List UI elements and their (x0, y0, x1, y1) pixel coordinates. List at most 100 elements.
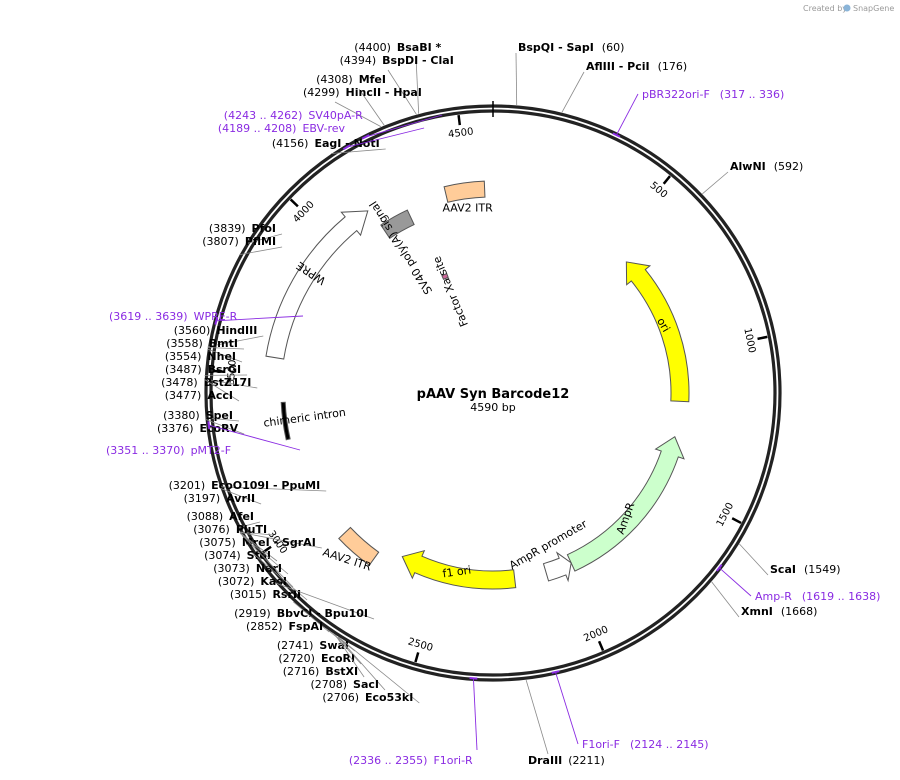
site-enzyme: PfoI (252, 222, 277, 235)
svg-text:(2706)Eco53kI: (2706)Eco53kI (322, 691, 413, 704)
svg-text:BspQI - SapI(60): BspQI - SapI(60) (518, 41, 624, 54)
site-bspdi-clai[interactable]: (4394) BspDI - ClaI (340, 54, 454, 115)
site-bstz17i[interactable]: (3478)BstZ17I (161, 376, 258, 389)
feature-chimeric-intron[interactable] (280, 401, 291, 441)
site-bspqi-sapi[interactable]: BspQI - SapI(60) (515, 41, 624, 105)
site-bmti[interactable]: (3558)BmtI (166, 337, 245, 350)
site-mrei-sgrai[interactable]: (3075)MreI - SgrAI (199, 531, 322, 549)
site-alwni[interactable]: AlwNI(592) (702, 160, 803, 195)
site-position: (2211) (568, 754, 605, 767)
site-enzyme: FspAI (289, 620, 324, 633)
site-nari[interactable]: (3073)NarI (213, 532, 289, 575)
credit-brand: SnapGene (853, 4, 894, 13)
site-bsrgi[interactable]: (3487)BsrGI (165, 363, 248, 376)
site-position: (2852) (246, 620, 283, 633)
site-enzyme: BspDI - ClaI (382, 54, 454, 67)
site-rsrii[interactable]: (3015)RsrII (230, 552, 308, 601)
site-bstxi[interactable]: (2716)BstXI (283, 635, 365, 678)
site-eco53ki[interactable]: (2706)Eco53kI (322, 637, 420, 704)
site-mfei[interactable]: (4308)MfeI (316, 73, 386, 126)
site-acci[interactable]: (3477) AccI (165, 379, 240, 402)
site-afei[interactable]: (3088) AfeI (187, 510, 261, 529)
primer-f1ori-r[interactable]: (2336 .. 2355)F1ori-R (349, 677, 478, 767)
site-hindiii[interactable]: (3560)HindIII (174, 324, 264, 348)
tick-label: 2000 (582, 624, 610, 644)
site-xmni[interactable]: XmnI(1668) (711, 581, 818, 618)
feature-aav2-itr[interactable] (443, 180, 486, 203)
svg-text:AlwNI(592): AlwNI(592) (730, 160, 803, 173)
tick-mark (731, 517, 742, 525)
site-sfoi[interactable]: (3074)SfoI (204, 532, 278, 562)
primer-pmt2-f[interactable]: (3351 .. 3370)pMT2-F (106, 421, 301, 457)
feature-factor-xa-site[interactable] (441, 272, 449, 280)
site-avrii[interactable]: (3197)AvrII (184, 487, 262, 505)
feature-sv40-poly-a-signal[interactable] (380, 209, 415, 239)
site-pfoi[interactable]: (3839)PfoI (209, 222, 283, 245)
site-enzyme: EagI - NotI (314, 137, 379, 150)
site-position: (4394) (340, 54, 377, 67)
site-enzyme: MfeI (359, 73, 386, 86)
feature-ampr[interactable] (566, 436, 685, 572)
site-ecorv[interactable]: (3376)EcoRV (157, 418, 245, 435)
site-position: (3088) (187, 510, 224, 523)
svg-text:(4189 .. 4208)EBV-rev: (4189 .. 4208)EBV-rev (218, 122, 346, 135)
site-enzyme: BspQI - SapI (518, 41, 594, 54)
site-hincii-hpai[interactable]: (4299)HincII - HpaI (303, 86, 422, 127)
tick-label: 500 (647, 180, 669, 201)
site-enzyme: HincII - HpaI (346, 86, 422, 99)
primer-name: Amp-R (755, 590, 792, 603)
feature-aav2-itr[interactable] (338, 526, 380, 566)
site-bbvci-bpu10i[interactable]: (2919)BbvCI - Bpu10I (234, 582, 375, 620)
svg-text:pBR322ori-F(317 .. 336): pBR322ori-F(317 .. 336) (642, 88, 784, 101)
primer-range: (317 .. 336) (720, 88, 785, 101)
site-saci[interactable]: (2708)SacI (310, 636, 386, 691)
site-pflmi[interactable]: (3807)PflMI (202, 235, 283, 256)
svg-text:(3197)AvrII: (3197)AvrII (184, 492, 255, 505)
svg-text:Amp-R(1619 .. 1638): Amp-R(1619 .. 1638) (755, 590, 880, 603)
primer-sv40pa-r[interactable]: (4243 .. 4262)SV40pA-R (224, 109, 443, 140)
primer-name: F1ori-F (582, 738, 620, 751)
primer-name: F1ori-R (433, 754, 473, 767)
site-scai[interactable]: ScaI(1549) (739, 543, 841, 576)
site-position: (3073) (213, 562, 250, 575)
site-eagi-noti[interactable]: (4156)EagI - NotI (272, 137, 386, 154)
primer-wpre-r[interactable]: (3619 .. 3639)WPRE-R (109, 310, 304, 325)
feature-ori[interactable] (625, 261, 690, 403)
site-position: (2706) (322, 691, 359, 704)
site-enzyme: BsrGI (208, 363, 241, 376)
feature-f1-ori[interactable] (401, 549, 517, 590)
site-enzyme: AvrII (226, 492, 255, 505)
tick-mark (213, 369, 224, 374)
site-fspai[interactable]: (2852) FspAI (246, 601, 330, 633)
site-afliii-pcii[interactable]: AflIII - PciI(176) (561, 60, 688, 113)
site-nhei[interactable]: (3554)NheI (165, 348, 243, 363)
site-position: (592) (774, 160, 804, 173)
feature-ampr-promoter[interactable] (542, 551, 572, 583)
primer-ebv-rev[interactable]: (4189 .. 4208)EBV-rev (218, 122, 425, 151)
site-bsabi[interactable]: (4400)BsaBI * (354, 41, 442, 114)
tick-mark (662, 175, 671, 185)
feature-label-factor-xa-site: Factor Xa site (430, 254, 471, 328)
site-enzyme: AfeI (229, 510, 254, 523)
site-position: (3376) (157, 422, 194, 435)
credit-text: Created by (803, 4, 847, 13)
svg-text:(3554)NheI: (3554)NheI (165, 350, 236, 363)
primer-f1ori-f[interactable]: F1ori-F(2124 .. 2145) (551, 670, 709, 751)
site-ecori[interactable]: (2720)EcoRI (278, 634, 362, 665)
primer-pbr322ori-f[interactable]: pBR322ori-F(317 .. 336) (612, 88, 784, 138)
site-enzyme: EcoRI (321, 652, 355, 665)
site-enzyme: AccI (207, 389, 233, 402)
site-draiii[interactable]: DraIII(2211) (525, 679, 605, 767)
site-position: (3558) (166, 337, 203, 350)
site-position: (176) (658, 60, 688, 73)
site-ecoo109i-ppumi[interactable]: (3201)EcoO109I - PpuMI (169, 479, 327, 492)
site-position: (3477) (165, 389, 202, 402)
site-pluti[interactable]: (3076)PluTI (193, 523, 274, 536)
primer-amp-r[interactable]: Amp-R(1619 .. 1638) (716, 564, 880, 603)
site-enzyme: EcoO109I - PpuMI (211, 479, 320, 492)
svg-text:(2720)EcoRI: (2720)EcoRI (278, 652, 355, 665)
site-spei[interactable]: (3380)SpeI (163, 409, 240, 422)
tick-label: 1500 (715, 501, 737, 529)
svg-text:(2852)FspAI: (2852) FspAI (246, 620, 323, 633)
